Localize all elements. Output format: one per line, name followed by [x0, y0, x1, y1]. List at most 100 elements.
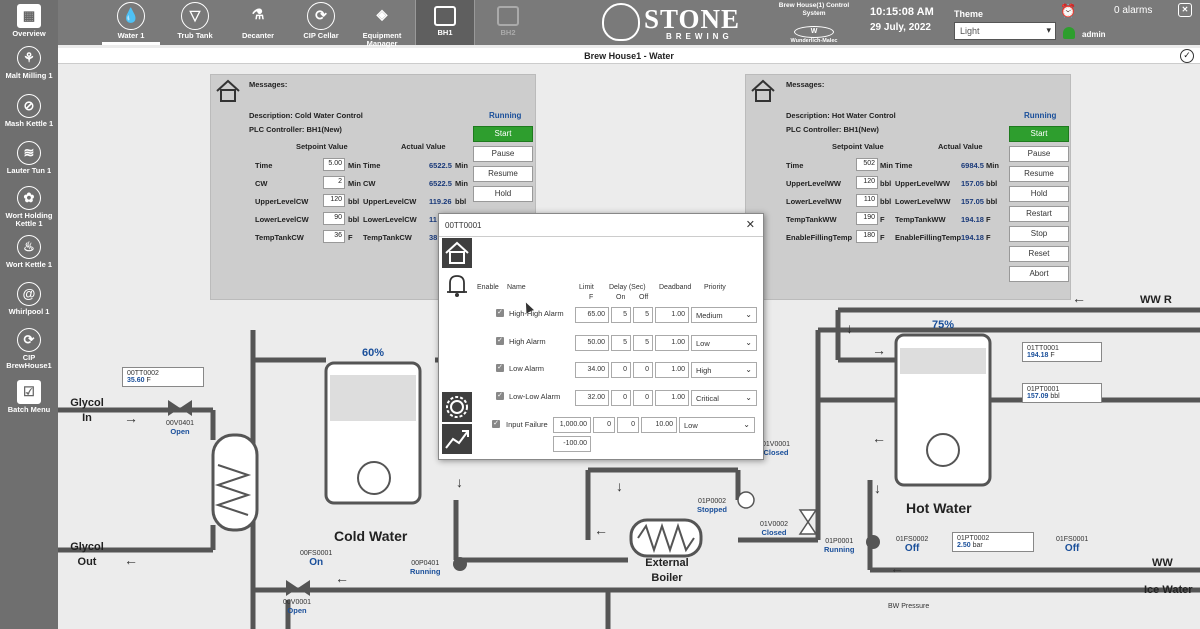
delay-off-field[interactable]: 5 — [633, 335, 653, 351]
sidebar-item-wort-holding[interactable]: ✿ Wort Holding Kettle 1 — [0, 186, 58, 228]
enable-checkbox[interactable]: ✓ — [496, 337, 504, 345]
sidebar-item-wort-kettle[interactable]: ♨ Wort Kettle 1 — [0, 235, 58, 269]
hold-button[interactable]: Hold — [473, 186, 533, 202]
hold-button[interactable]: Hold — [1009, 186, 1069, 202]
deadband-field[interactable]: 10.00 — [641, 417, 677, 433]
deadband-field[interactable]: 1.00 — [655, 335, 689, 351]
setpoint-field[interactable]: 120 — [323, 194, 345, 207]
home-icon[interactable] — [442, 238, 472, 268]
sidebar-item-whirlpool[interactable]: @ Whirlpool 1 — [0, 282, 58, 316]
delay-off-field[interactable]: 0 — [633, 390, 653, 406]
delay-off-field[interactable]: 0 — [617, 417, 639, 433]
deadband-field[interactable]: 1.00 — [655, 307, 689, 323]
restart-button[interactable]: Restart — [1009, 206, 1069, 222]
tab-water-1[interactable]: 💧 Water 1 — [102, 0, 160, 45]
sidebar-item-lauter-tun[interactable]: ≋ Lauter Tun 1 — [0, 141, 58, 175]
delay-off-field[interactable]: 0 — [633, 362, 653, 378]
setpoint-name: Time — [255, 161, 273, 170]
bell-icon[interactable] — [442, 270, 472, 300]
setpoint-field[interactable]: 502 — [856, 158, 878, 171]
setpoint-unit: F — [880, 215, 885, 224]
priority-select[interactable]: Critical⌄ — [691, 390, 757, 406]
tab-cip-cellar[interactable]: ⟳ CIP Cellar — [292, 0, 350, 45]
deadband-field[interactable]: 1.00 — [655, 390, 689, 406]
home-icon[interactable] — [215, 79, 241, 103]
home-icon[interactable] — [750, 79, 776, 103]
pause-button[interactable]: Pause — [1009, 146, 1069, 162]
limit-field[interactable]: 34.00 — [575, 362, 609, 378]
user-name[interactable]: admin — [1082, 30, 1106, 39]
delay-on-field[interactable]: 0 — [611, 390, 631, 406]
gear-icon[interactable] — [442, 392, 472, 422]
priority-select[interactable]: Low⌄ — [691, 335, 757, 351]
limit-field[interactable]: 65.00 — [575, 307, 609, 323]
sidebar-item-cip-brewhouse[interactable]: ⟳ CIP BrewHouse1 — [0, 328, 58, 370]
sidebar-item-malt-milling[interactable]: ⚘ Malt Milling 1 — [0, 46, 58, 80]
delay-on-field[interactable]: 0 — [611, 362, 631, 378]
setpoint-field[interactable]: 120 — [856, 176, 878, 189]
priority-select[interactable]: High⌄ — [691, 362, 757, 378]
close-icon[interactable]: ✕ — [1178, 3, 1192, 17]
delay-on-field[interactable]: 0 — [593, 417, 615, 433]
delay-on-field[interactable]: 5 — [611, 335, 631, 351]
sidebar-item-batch-menu[interactable]: ☑ Batch Menu — [0, 380, 58, 414]
tab-bh2[interactable]: BH2 — [478, 0, 538, 45]
limit-field[interactable]: 32.00 — [575, 390, 609, 406]
sidebar-item-overview[interactable]: ▦ Overview — [0, 4, 58, 38]
tab-decanter[interactable]: ⚗ Decanter — [228, 0, 288, 45]
resume-button[interactable]: Resume — [473, 166, 533, 182]
priority-select[interactable]: Low⌄ — [679, 417, 755, 433]
priority-select[interactable]: Medium⌄ — [691, 307, 757, 323]
setpoint-field[interactable]: 110 — [856, 194, 878, 207]
setpoint-field[interactable]: 5.00 — [323, 158, 345, 171]
deadband-field[interactable]: 1.00 — [655, 362, 689, 378]
enable-checkbox[interactable]: ✓ — [496, 309, 504, 317]
stop-button[interactable]: Stop — [1009, 226, 1069, 242]
trend-chart-icon[interactable] — [442, 424, 472, 454]
start-button[interactable]: Start — [1009, 126, 1069, 142]
pause-button[interactable]: Pause — [473, 146, 533, 162]
setpoint-field[interactable]: 2 — [323, 176, 345, 189]
setpoint-field[interactable]: 190 — [856, 212, 878, 225]
description: Description: Hot Water Control — [786, 111, 896, 120]
failure-high-field[interactable]: 1,000.00 — [553, 417, 591, 433]
enable-checkbox[interactable]: ✓ — [492, 420, 500, 428]
resume-button[interactable]: Resume — [1009, 166, 1069, 182]
alarm-clock-icon[interactable]: ⏰ — [1060, 3, 1077, 18]
close-icon[interactable]: ✕ — [745, 219, 755, 231]
failure-low-field[interactable]: -100.00 — [553, 436, 591, 452]
setpoint-field[interactable]: 90 — [323, 212, 345, 225]
enable-checkbox[interactable]: ✓ — [496, 392, 504, 400]
start-button[interactable]: Start — [473, 126, 533, 142]
bw-pressure-label: BW Pressure — [888, 603, 930, 610]
abort-button[interactable]: Abort — [1009, 266, 1069, 282]
sidebar-item-mash-kettle[interactable]: ⊘ Mash Kettle 1 — [0, 94, 58, 128]
setpoint-field[interactable]: 36 — [323, 230, 345, 243]
alarm-count[interactable]: 0 alarms — [1114, 5, 1153, 16]
setpoint-field[interactable]: 180 — [856, 230, 878, 243]
tab-trub-tank[interactable]: ▽ Trub Tank — [165, 0, 225, 45]
enable-checkbox[interactable]: ✓ — [496, 364, 504, 372]
tab-equipment-manager[interactable]: ◈ Equipment Manager — [352, 0, 412, 48]
reset-button[interactable]: Reset — [1009, 246, 1069, 262]
tab-bh1[interactable]: BH1 — [415, 0, 475, 45]
theme-select[interactable]: Light ▾ — [954, 22, 1056, 40]
delay-off-field[interactable]: 5 — [633, 307, 653, 323]
confirm-check-icon[interactable]: ✓ — [1180, 49, 1194, 63]
delay-on-field[interactable]: 5 — [611, 307, 631, 323]
limit-field[interactable]: 50.00 — [575, 335, 609, 351]
